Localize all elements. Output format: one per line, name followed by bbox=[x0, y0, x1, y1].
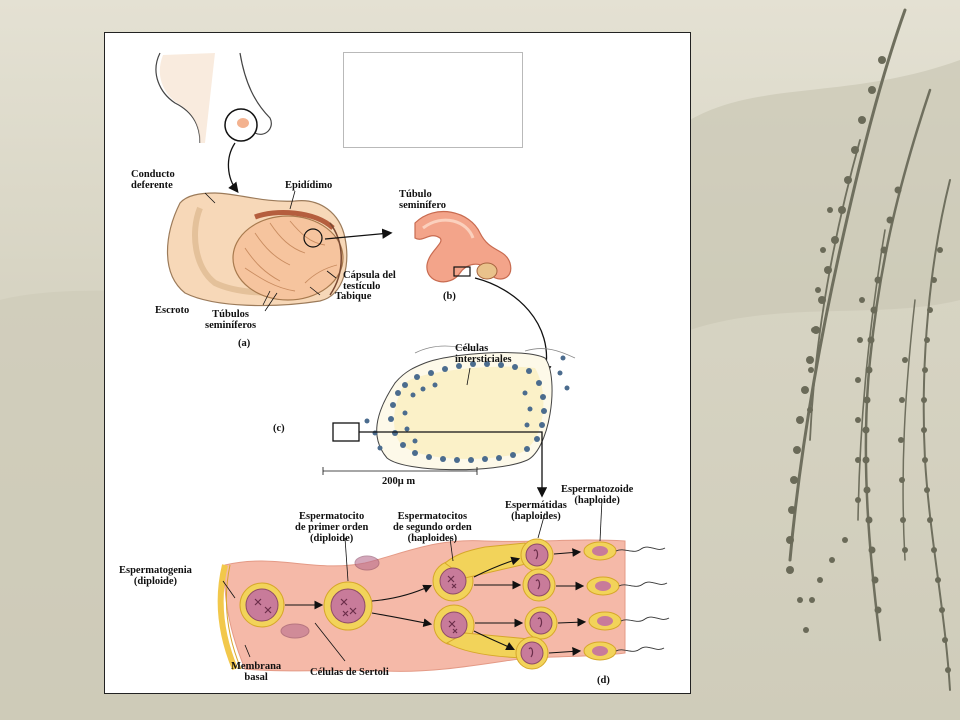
tubule-cross-section bbox=[322, 345, 576, 475]
label-espermatidas: Espermátidas (haploides) bbox=[505, 500, 567, 522]
label-escroto: Escroto bbox=[155, 305, 190, 316]
pointer-intersticiales bbox=[466, 367, 471, 386]
arrow-to-epithelium bbox=[359, 431, 548, 498]
body-silhouette bbox=[155, 52, 272, 144]
spermatogenesis-diagram bbox=[155, 52, 670, 672]
label-panel-c: (c) bbox=[273, 423, 285, 434]
label-tubulos-seminiferos: Túbulos seminíferos bbox=[205, 309, 257, 331]
testis-section bbox=[167, 192, 348, 307]
label-panel-b: (b) bbox=[443, 291, 456, 302]
label-espermatocito-primer-orden: Espermatocito de primer orden (diploide) bbox=[295, 511, 369, 544]
label-tubulo-seminifero: Túbulo seminífero bbox=[399, 189, 447, 211]
label-panel-d: (d) bbox=[597, 675, 610, 686]
seminiferous-epithelium bbox=[217, 498, 670, 672]
label-scale-bar: 200μ m bbox=[382, 476, 416, 487]
label-membrana-basal: Membrana basal bbox=[231, 661, 282, 683]
testis-small bbox=[237, 118, 249, 128]
label-conducto-deferente: Conducto deferente bbox=[131, 169, 175, 191]
label-espermatozoide: Espermatozoide (haploide) bbox=[561, 484, 634, 506]
label-espermatogenia: Espermatogenia (diploide) bbox=[119, 565, 192, 587]
label-tabique: Tabique bbox=[335, 291, 372, 302]
label-panel-a: (a) bbox=[238, 338, 251, 349]
label-pointers-a bbox=[204, 190, 337, 312]
label-espermatocitos-segundo-orden: Espermatocitos de segundo orden (haploid… bbox=[393, 511, 472, 544]
label-capsula-testiculo: Cápsula del testículo bbox=[343, 270, 396, 292]
figure-frame: Conducto deferente Epidídimo Túbulo semi… bbox=[104, 32, 691, 694]
label-celulas-intersticiales: Células intersticiales bbox=[455, 343, 512, 365]
testis-highlight-circle bbox=[224, 108, 258, 142]
arrow-to-tubule bbox=[324, 228, 393, 240]
label-epididimo: Epidídimo bbox=[285, 180, 333, 191]
arrow-to-cross-section bbox=[474, 277, 552, 376]
arrow-to-testis bbox=[227, 142, 239, 194]
blank-image-placeholder bbox=[343, 52, 523, 148]
seminiferous-tubule-b bbox=[414, 210, 512, 283]
label-celulas-sertoli: Células de Sertoli bbox=[310, 667, 389, 678]
branch-beads bbox=[786, 56, 951, 673]
body-fill bbox=[159, 53, 215, 143]
